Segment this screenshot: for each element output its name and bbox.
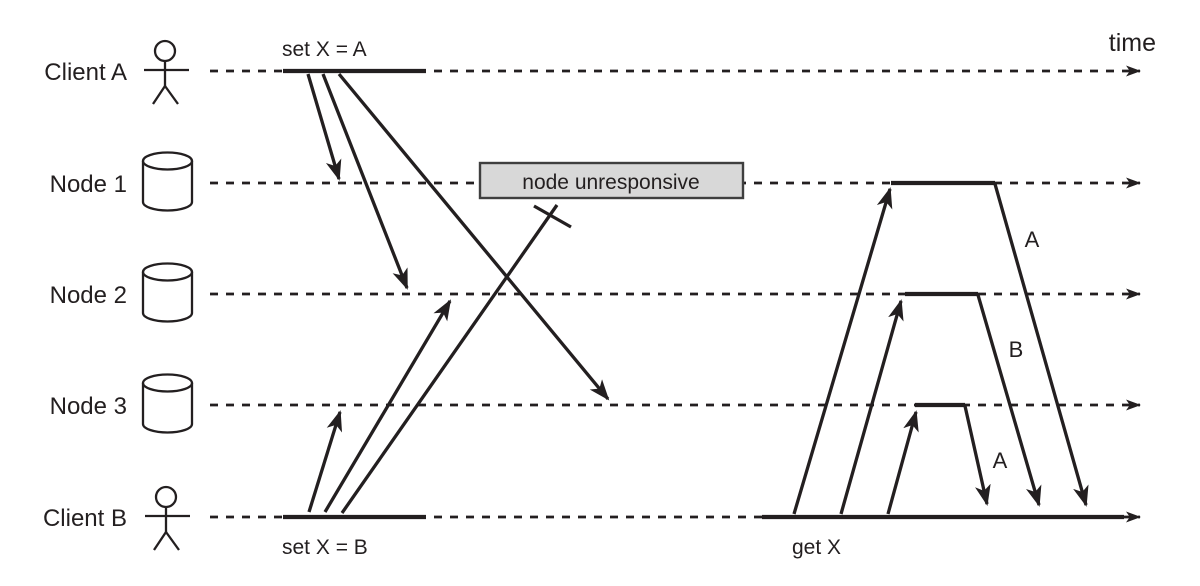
read-response-node2-value: B: [1009, 337, 1024, 362]
lane-label-client-a: Client A: [44, 59, 127, 86]
person-icon: [144, 39, 189, 105]
read-response-node2-arrow: [976, 294, 1042, 507]
node-unresponsive-label: node unresponsive: [522, 171, 699, 194]
read-request-to-node3-arrow: [886, 410, 919, 515]
database-icon: [141, 151, 194, 212]
read-request-to-node1-arrow: [792, 187, 893, 515]
lane-label-node-2: Node 2: [50, 282, 127, 309]
write-a-to-node2-arrow: [321, 73, 409, 290]
read-response-node1-arrow: [993, 183, 1089, 507]
database-icon: [141, 262, 194, 323]
write-b-to-node3-arrow: [307, 410, 343, 513]
write-a-to-node3-arrow: [337, 72, 610, 401]
person-icon: [145, 485, 190, 551]
message-dropped-x-icon: [533, 204, 572, 229]
write-a-to-node1-arrow: [306, 73, 342, 181]
write-a-label: set X = A: [282, 38, 367, 61]
read-label: get X: [792, 536, 841, 559]
lane-label-node-1: Node 1: [50, 171, 127, 198]
read-response-node3-value: A: [993, 448, 1008, 473]
write-b-to-node1-failed-arrow: [340, 204, 559, 514]
write-b-label: set X = B: [282, 536, 368, 559]
read-response-node1-value: A: [1025, 227, 1040, 252]
read-response-node3-arrow: [963, 405, 991, 506]
database-icon: [141, 373, 194, 434]
time-axis-label: time: [1109, 29, 1156, 57]
lane-label-client-b: Client B: [43, 505, 127, 532]
lane-label-node-3: Node 3: [50, 393, 127, 420]
write-b-to-node2-arrow: [323, 299, 452, 513]
read-request-to-node2-arrow: [839, 299, 904, 515]
node-unresponsive-box: [478, 161, 745, 200]
